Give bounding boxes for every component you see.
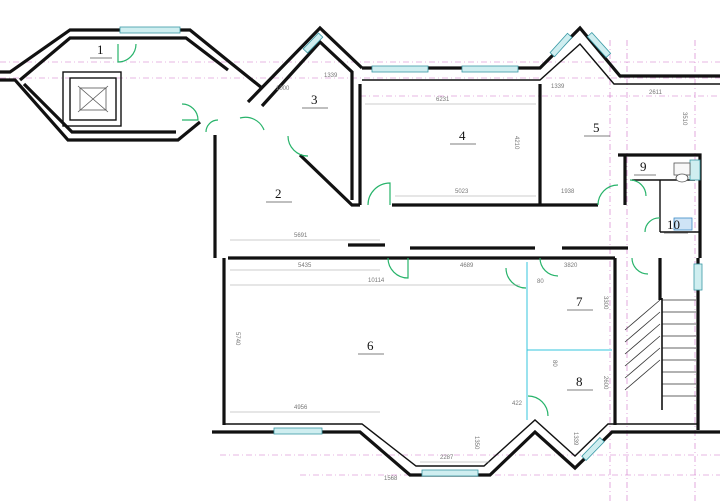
dim-80-b: 80 (551, 360, 557, 367)
elevator-frame (62, 71, 122, 127)
door-corridor-a (205, 119, 219, 133)
dim-5691: 5691 (294, 233, 308, 239)
dim-1000: 1000 (276, 86, 290, 92)
door-room7 (539, 257, 559, 277)
wall-room3-bottom (298, 153, 360, 207)
door-room8 (527, 395, 549, 417)
wall-wing-inner-top (18, 36, 229, 82)
dim-5023: 5023 (455, 189, 469, 195)
door-room5 (597, 184, 619, 206)
toilet-tank (673, 162, 691, 176)
dim-3510: 3510 (681, 112, 687, 126)
room-labels: 1 2 3 4 5 6 7 8 9 10 (90, 42, 688, 391)
windows (119, 26, 703, 477)
dimension-lines (230, 103, 536, 463)
sink-icon (673, 217, 693, 231)
room-label-9: 9 (640, 159, 647, 174)
wall-bottom-outer (212, 429, 720, 477)
toilet-bowl (675, 173, 689, 183)
dim-3300: 3300 (602, 296, 608, 310)
elevator-cross-2 (77, 85, 109, 113)
room-label-10: 10 (667, 217, 680, 232)
door-wing (181, 103, 199, 121)
stair-diagonal-tread (624, 347, 661, 379)
room-label-6: 6 (367, 338, 374, 353)
dim-5435: 5435 (298, 263, 312, 269)
dim-1938: 1938 (561, 189, 575, 195)
dim-10114: 10114 (368, 278, 385, 284)
dim-1568: 1568 (384, 476, 398, 482)
door-hall6 (387, 257, 409, 279)
wall-bottom-inner (224, 419, 698, 467)
room-label-2: 2 (275, 186, 282, 201)
door-stair (631, 257, 649, 275)
dim-3820: 3820 (564, 263, 578, 269)
dim-1350: 1350 (473, 436, 479, 450)
toilet-fixture (673, 162, 693, 231)
room-label-8: 8 (576, 374, 583, 389)
dim-2600: 2600 (602, 376, 608, 390)
window-room4-a (371, 65, 429, 73)
door-room1 (117, 43, 137, 63)
door-room9 (629, 179, 647, 197)
room-label-5: 5 (593, 120, 600, 135)
wall-wing-inner-bottom (22, 82, 176, 134)
wall-room3-inner (260, 39, 354, 200)
stair-diagonal-tread (624, 359, 661, 391)
door-room3-b (287, 135, 309, 157)
window-room4-b (461, 65, 519, 73)
dim-1339-b: 1339 (551, 84, 565, 90)
stair-diagonal-tread (624, 299, 661, 331)
outer-walls (0, 25, 720, 477)
room-label-3: 3 (311, 92, 318, 107)
room-label-4: 4 (459, 128, 466, 143)
window-hall-bottom-b (421, 469, 479, 477)
room-label-1: 1 (97, 42, 104, 57)
stair-diagonal-tread (624, 311, 661, 343)
elevator-shaft (62, 71, 122, 127)
dimension-labels: 1000 1339 6231 1339 2611 3510 4210 5023 … (234, 73, 687, 482)
window-hall-bottom-a (273, 427, 323, 435)
doors (117, 43, 661, 417)
room-label-7: 7 (576, 294, 583, 309)
dim-2611: 2611 (649, 90, 663, 96)
wall-top-rooms-inner (362, 42, 720, 85)
elevator-inner (79, 87, 107, 111)
wall-wc-outer (618, 153, 702, 258)
elevator-cab (69, 77, 117, 121)
window-room3 (302, 32, 324, 54)
dim-5740: 5740 (234, 332, 240, 346)
dim-4210: 4210 (513, 136, 519, 150)
stair-diagonal-tread (624, 323, 661, 355)
door-room10 (644, 217, 661, 233)
staircase (624, 298, 696, 410)
wall-wing-bottom (0, 78, 202, 142)
dim-1339-a: 1339 (324, 73, 338, 79)
window-hall-bottom-c (581, 436, 605, 462)
dim-422: 422 (512, 401, 523, 407)
wall-room3-top (246, 25, 364, 104)
dim-6231: 6231 (436, 97, 450, 103)
window-wc (689, 159, 701, 181)
dim-4689: 4689 (460, 263, 474, 269)
door-hall-inner (505, 267, 527, 289)
dim-1339-c: 1339 (572, 432, 578, 446)
partitions-7-8 (526, 262, 612, 420)
dim-2287: 2287 (440, 455, 454, 461)
window-room5-b (549, 32, 573, 58)
dim-80-a: 80 (537, 279, 544, 285)
window-stair (693, 263, 703, 291)
window-wing (119, 26, 181, 34)
dim-4956: 4956 (294, 405, 308, 411)
door-room3-a (239, 116, 265, 131)
door-room4 (367, 182, 391, 206)
stair-diagonal-tread (624, 335, 661, 367)
window-room5 (586, 32, 612, 58)
